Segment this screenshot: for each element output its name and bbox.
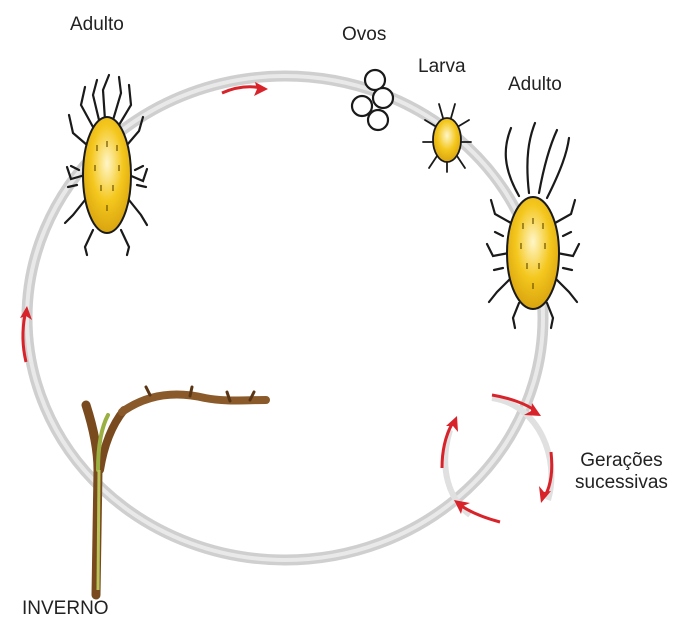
label-adult-top: Adulto — [70, 14, 124, 36]
label-generations-line2: sucessivas — [575, 472, 668, 494]
label-eggs: Ovos — [342, 24, 386, 46]
label-successive-generations: Gerações sucessivas — [575, 450, 668, 494]
mite-adult-icon — [487, 123, 579, 328]
label-larva: Larva — [418, 56, 466, 78]
cycle-arrow-icon — [454, 500, 500, 522]
mite-adult-icon — [65, 75, 147, 255]
vine-branch-icon — [86, 387, 266, 595]
label-adult-right: Adulto — [508, 74, 562, 96]
eggs-icon — [352, 70, 393, 130]
label-winter: INVERNO — [22, 598, 109, 620]
label-generations-line1: Gerações — [575, 450, 668, 472]
